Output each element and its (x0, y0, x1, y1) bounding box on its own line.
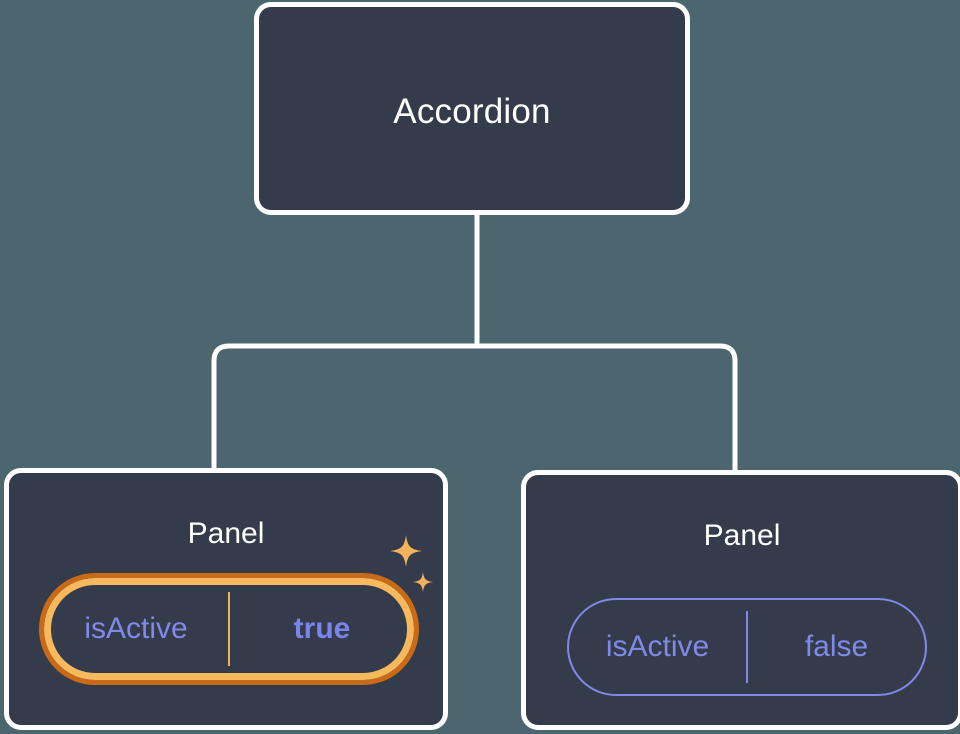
prop-divider (228, 592, 230, 666)
prop-value-label: false (804, 630, 869, 663)
prop-key-label: isActive (84, 612, 188, 645)
tree-node-panel-inactive[interactable]: Panel isActive false (521, 470, 960, 730)
prop-pill-isactive-true[interactable]: isActive true (39, 573, 419, 685)
prop-value-cell: false (748, 600, 925, 694)
prop-key-cell: isActive (569, 600, 746, 694)
tree-node-accordion[interactable]: Accordion (254, 2, 690, 215)
tree-node-panel-active[interactable]: Panel isActive true (4, 468, 448, 730)
node-title-panel: Panel (703, 519, 781, 552)
prop-value-cell: true (230, 578, 414, 680)
node-title-panel: Panel (187, 517, 265, 550)
prop-value-label: true (293, 612, 351, 645)
prop-key-label: isActive (605, 630, 710, 663)
prop-divider (746, 611, 748, 683)
prop-key-cell: isActive (44, 578, 228, 680)
node-title-accordion: Accordion (393, 92, 551, 131)
prop-pill-isactive-false[interactable]: isActive false (567, 598, 927, 696)
